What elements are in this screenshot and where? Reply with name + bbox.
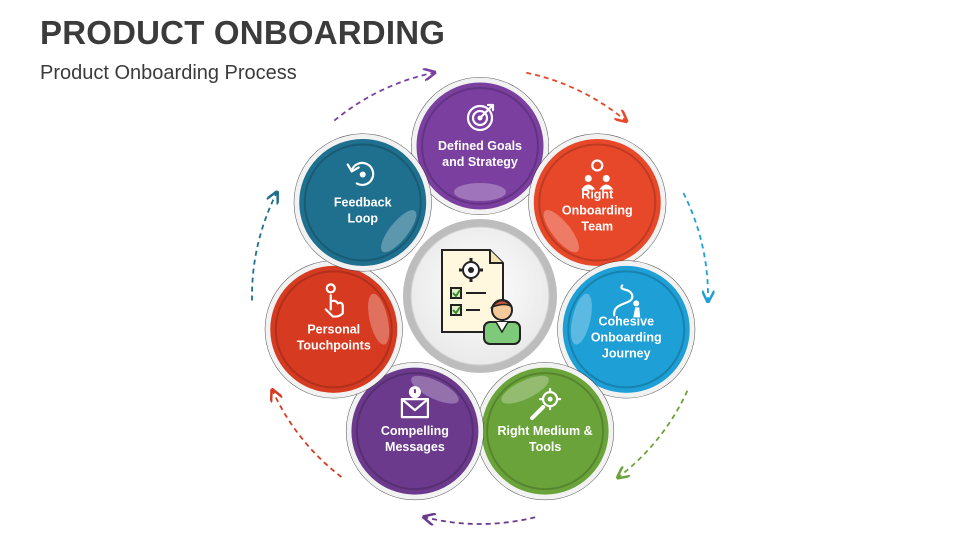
step-node: Right Medium & Tools [476, 362, 615, 501]
step-label: Personal [307, 322, 360, 336]
cycle-arrow [526, 71, 625, 121]
step-node: Defined Goals and Strategy [411, 77, 549, 215]
cycle-arrow [273, 391, 342, 478]
cycle-arrow [425, 517, 536, 524]
checklist-document-person-icon [441, 249, 521, 345]
step-label: Right Medium & [498, 424, 593, 438]
step-label: Journey [602, 346, 651, 360]
step-label: Cohesive [598, 314, 654, 328]
step-label: Messages [385, 440, 445, 454]
envelope-alert-icon [400, 386, 430, 419]
cycle-arrow [251, 193, 277, 301]
team-gear-icon [581, 159, 614, 190]
step-label: Onboarding [591, 330, 662, 344]
step-label: and Strategy [442, 155, 518, 169]
step-label: Right [581, 187, 614, 201]
center-hub [403, 219, 557, 373]
step-label: Touchpoints [297, 338, 371, 352]
refresh-arrow-icon [346, 161, 375, 187]
touch-hand-icon [324, 283, 344, 318]
step-label: Feedback [334, 195, 392, 209]
cycle-arrows [251, 71, 708, 524]
cycle-arrow [682, 192, 708, 301]
target-icon [466, 103, 495, 132]
page-title: PRODUCT ONBOARDING [40, 14, 446, 51]
step-label: Defined Goals [438, 139, 522, 153]
page-subtitle: Product Onboarding Process [40, 62, 297, 84]
journey-path-icon [613, 284, 641, 318]
step-label: Team [581, 219, 613, 233]
step-label: Tools [529, 440, 561, 454]
cycle-arrow [619, 390, 689, 477]
step-label: Loop [347, 211, 378, 225]
wrench-gear-icon [530, 388, 562, 421]
cycle-arrow [333, 73, 433, 122]
step-label: Compelling [381, 424, 449, 438]
step-label: Onboarding [562, 203, 633, 217]
